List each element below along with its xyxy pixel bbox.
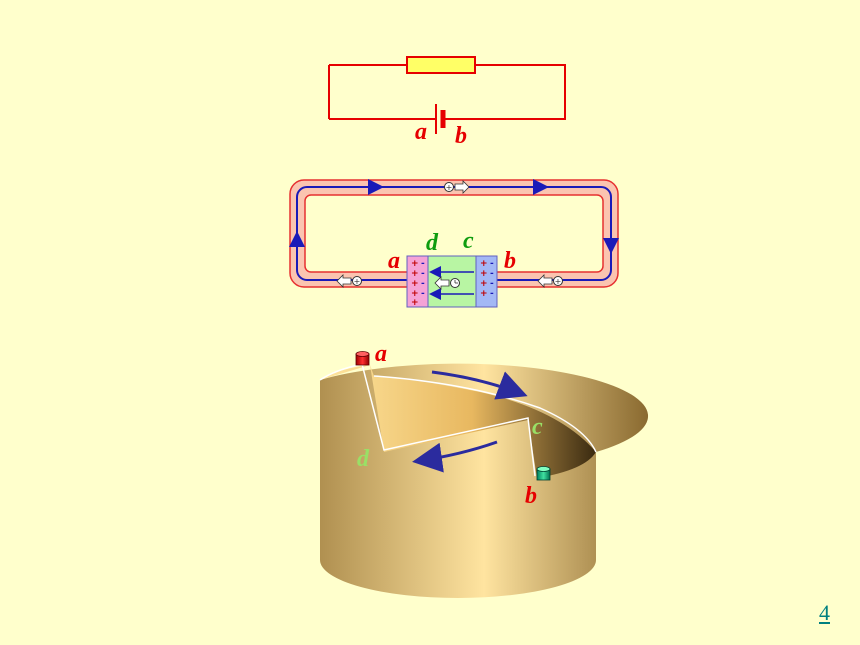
svg-text:+: + xyxy=(480,269,488,279)
internal-charge-carrier xyxy=(434,276,460,290)
flow-arrow-upper xyxy=(431,370,528,400)
point-c: c xyxy=(463,228,474,254)
svg-text:+: + xyxy=(411,289,419,299)
simple-circuit: a b xyxy=(328,56,566,149)
terminal-a: a xyxy=(388,248,400,274)
svg-text:+: + xyxy=(446,183,453,192)
cylinder-label-d: d xyxy=(357,446,370,472)
resistor xyxy=(406,56,476,74)
svg-text:-: - xyxy=(421,279,425,289)
svg-text:-: - xyxy=(490,269,494,279)
svg-text:+: + xyxy=(411,259,419,269)
cylinder-rim-top xyxy=(373,375,597,453)
svg-text:-: - xyxy=(490,279,494,289)
svg-text:+: + xyxy=(411,298,419,308)
negative-electrode xyxy=(475,255,498,308)
svg-text:+: + xyxy=(411,279,419,289)
svg-text:+: + xyxy=(480,259,488,269)
ball-a xyxy=(355,351,370,366)
page-number-link[interactable]: 4 xyxy=(819,600,830,625)
battery-terminal-a: a xyxy=(415,119,427,145)
ball-b xyxy=(536,466,551,481)
charge-carrier-right: + xyxy=(537,274,563,288)
svg-text:-: - xyxy=(490,289,494,299)
cylinder-label-c: c xyxy=(532,414,543,440)
cylinder-analogy: a b c d xyxy=(319,341,649,598)
battery-terminal-b: b xyxy=(455,123,467,149)
cylinder-label-a: a xyxy=(375,341,387,367)
flow-arrow-lower xyxy=(412,440,498,473)
svg-text:-: - xyxy=(490,259,494,269)
terminal-b: b xyxy=(504,248,516,274)
svg-text:-: - xyxy=(421,259,425,269)
svg-text:+: + xyxy=(555,277,562,286)
electrode-charges: +- +- +- +- + +- +- +- +- xyxy=(411,259,494,308)
cylinder-inner-wall xyxy=(320,365,596,478)
svg-text:-: - xyxy=(421,289,425,299)
charge-carrier-top: + xyxy=(444,180,470,194)
circuit-wire xyxy=(328,64,566,120)
point-d: d xyxy=(426,230,439,256)
current-loop: + + + +- +- +- +- + +- +- +- +- xyxy=(289,179,619,308)
svg-text:-: - xyxy=(421,269,425,279)
cylinder-rim-edge xyxy=(319,363,536,477)
charge-carrier-left: + xyxy=(336,274,362,288)
cylinder-label-b: b xyxy=(525,483,537,509)
svg-text:+: + xyxy=(411,269,419,279)
svg-text:+: + xyxy=(480,279,488,289)
svg-text:+: + xyxy=(480,289,488,299)
svg-text:+: + xyxy=(354,277,361,286)
